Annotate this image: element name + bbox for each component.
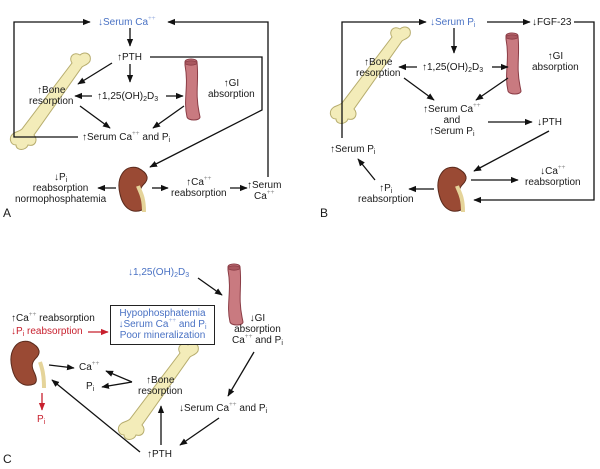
intestine-icon [184,58,201,121]
c-outcome-box: Hypophosphatemia ↓Serum Ca++ and Pi Poor… [110,305,215,345]
b-serum-pi-decrease: ↓Serum Pi [430,17,476,29]
b-ca-reabsorption-decrease: ↓Ca++reabsorption [525,164,581,188]
panel-b-graphics [329,18,595,213]
panel-b-label: B [320,206,329,220]
a-pth-increase: ↑PTH [117,52,142,63]
c-ca-reabsorption-increase: ↑Ca++ reabsorption [11,311,95,324]
panel-c-graphics [10,263,255,453]
c-vitamin-d-decrease: ↓1,25(OH)2D3 [128,267,190,279]
kidney-icon [10,340,46,389]
b-fgf23-decrease: ↓FGF-23 [532,17,572,28]
kidney-icon [118,166,148,213]
b-serum-ca-pi-increase: ↑Serum Ca++and↑Serum Pi [423,102,481,138]
c-ca-output: Ca++ [79,360,100,373]
b-vitamin-d-increase: ↑1,25(OH)2D3 [422,62,484,74]
c-pi-output: Pi [86,381,95,393]
c-pi-reabsorption-decrease: ↓Pi reabsorption [11,326,83,338]
c-serum-ca-pi-decrease: ↓Serum Ca++ and Pi [118,317,207,331]
panel-a-label: A [3,206,12,220]
a-ca-reabsorption-increase: ↑Ca++reabsorption [171,175,227,199]
c-poor-mineralization: Poor mineralization [119,330,206,341]
a-vitamin-d-increase: ↑1,25(OH)2D3 [97,91,159,103]
b-pth-decrease: ↓PTH [537,117,562,128]
c-urine-pi: Pi [37,414,46,426]
intestine-icon [227,263,244,326]
kidney-icon [437,166,467,213]
panel-c-label: C [3,452,12,466]
a-serum-ca-decrease: ↓Serum Ca++ [98,15,156,28]
panel-a-graphics [9,18,269,213]
a-serum-ca-pi-increase: ↑Serum Ca++ and Pi [82,130,171,144]
c-pth-increase: ↑PTH [147,449,172,460]
intestine-icon [505,32,522,95]
c-serum-ca-pi-decrease-lower: ↓Serum Ca++ and Pi [179,401,268,415]
c-hypophosphatemia: Hypophosphatemia [119,308,206,319]
b-serum-pi-increase: ↑Serum Pi [330,144,376,156]
